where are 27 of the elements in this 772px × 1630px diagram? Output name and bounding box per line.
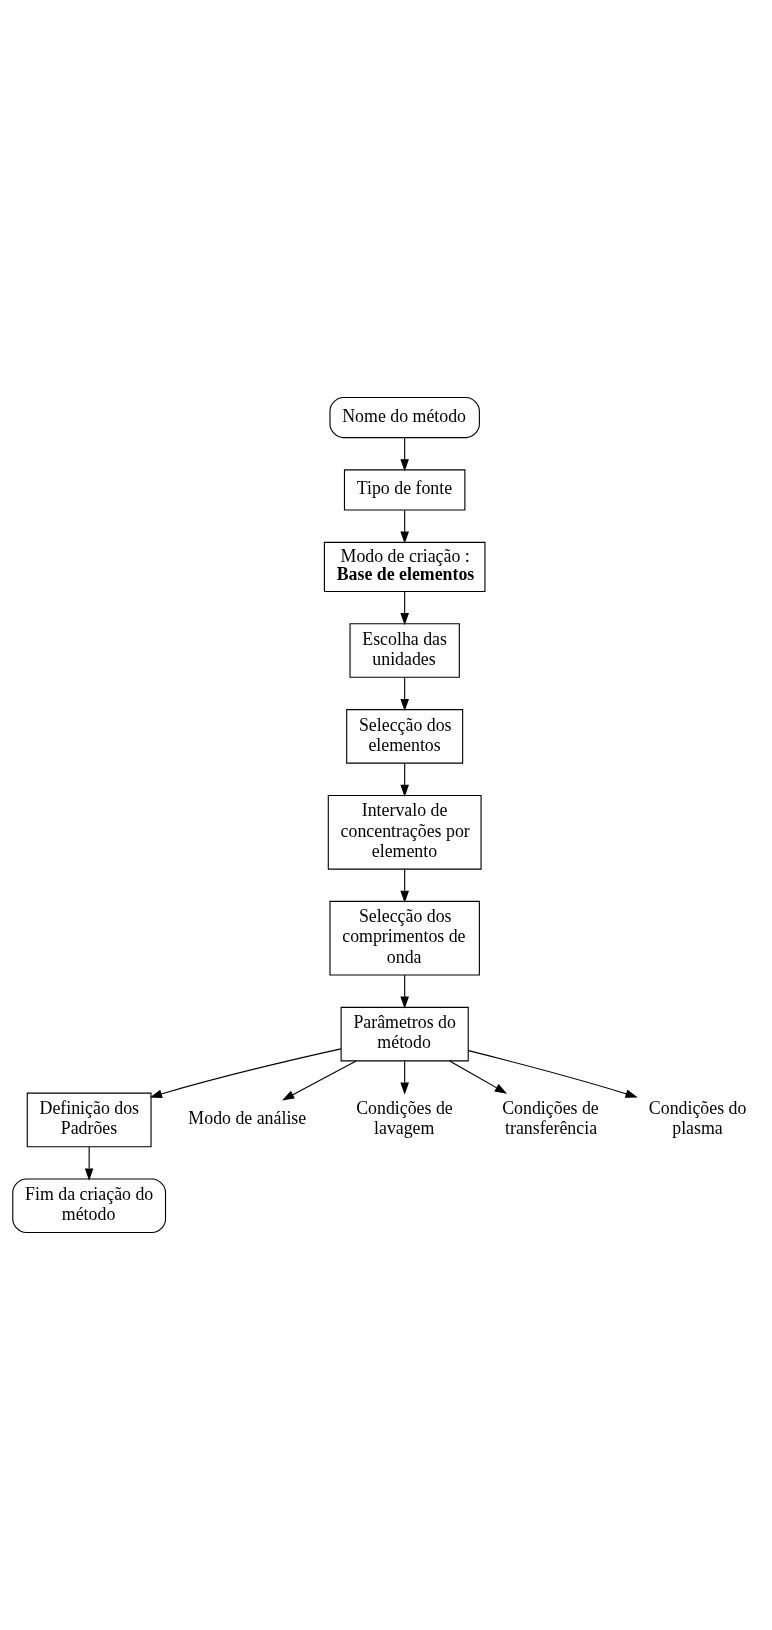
node-box: Nome do método: [329, 396, 480, 439]
arrow: [400, 437, 409, 472]
arrow: [400, 1060, 409, 1095]
arrow: [84, 1146, 94, 1181]
arrow: [449, 1060, 508, 1094]
arrow: [400, 591, 409, 626]
arrow: [467, 1050, 638, 1098]
arrow: [400, 974, 409, 1009]
arrow: [282, 1060, 357, 1101]
arrow: [400, 677, 409, 712]
arrow: [400, 509, 409, 544]
node-box: Definição dos Padrões: [26, 1092, 152, 1148]
node-text: Modo de análise: [188, 1108, 307, 1129]
node-box: Selecção dos comprimentos de onda: [329, 900, 480, 976]
node-text: Condições de lavagem: [356, 1098, 453, 1139]
arrow: [400, 868, 409, 903]
node-box: Escolha das unidades: [349, 623, 460, 678]
node-box: Intervalo de concentrações por elemento: [327, 794, 482, 870]
node-box: Tipo de fonte: [343, 469, 466, 511]
arrow: [400, 763, 409, 798]
node-text: Condições de transferência: [502, 1098, 599, 1139]
node-text: Condições do plasma: [648, 1098, 747, 1139]
node-box: Fim da criação do método: [12, 1178, 167, 1234]
arrow: [149, 1048, 342, 1098]
node-box: Modo de criação : Base de elementos: [323, 541, 486, 592]
node-box: Selecção dos elementos: [346, 709, 464, 764]
node-box: Parâmetros do método: [340, 1006, 469, 1062]
